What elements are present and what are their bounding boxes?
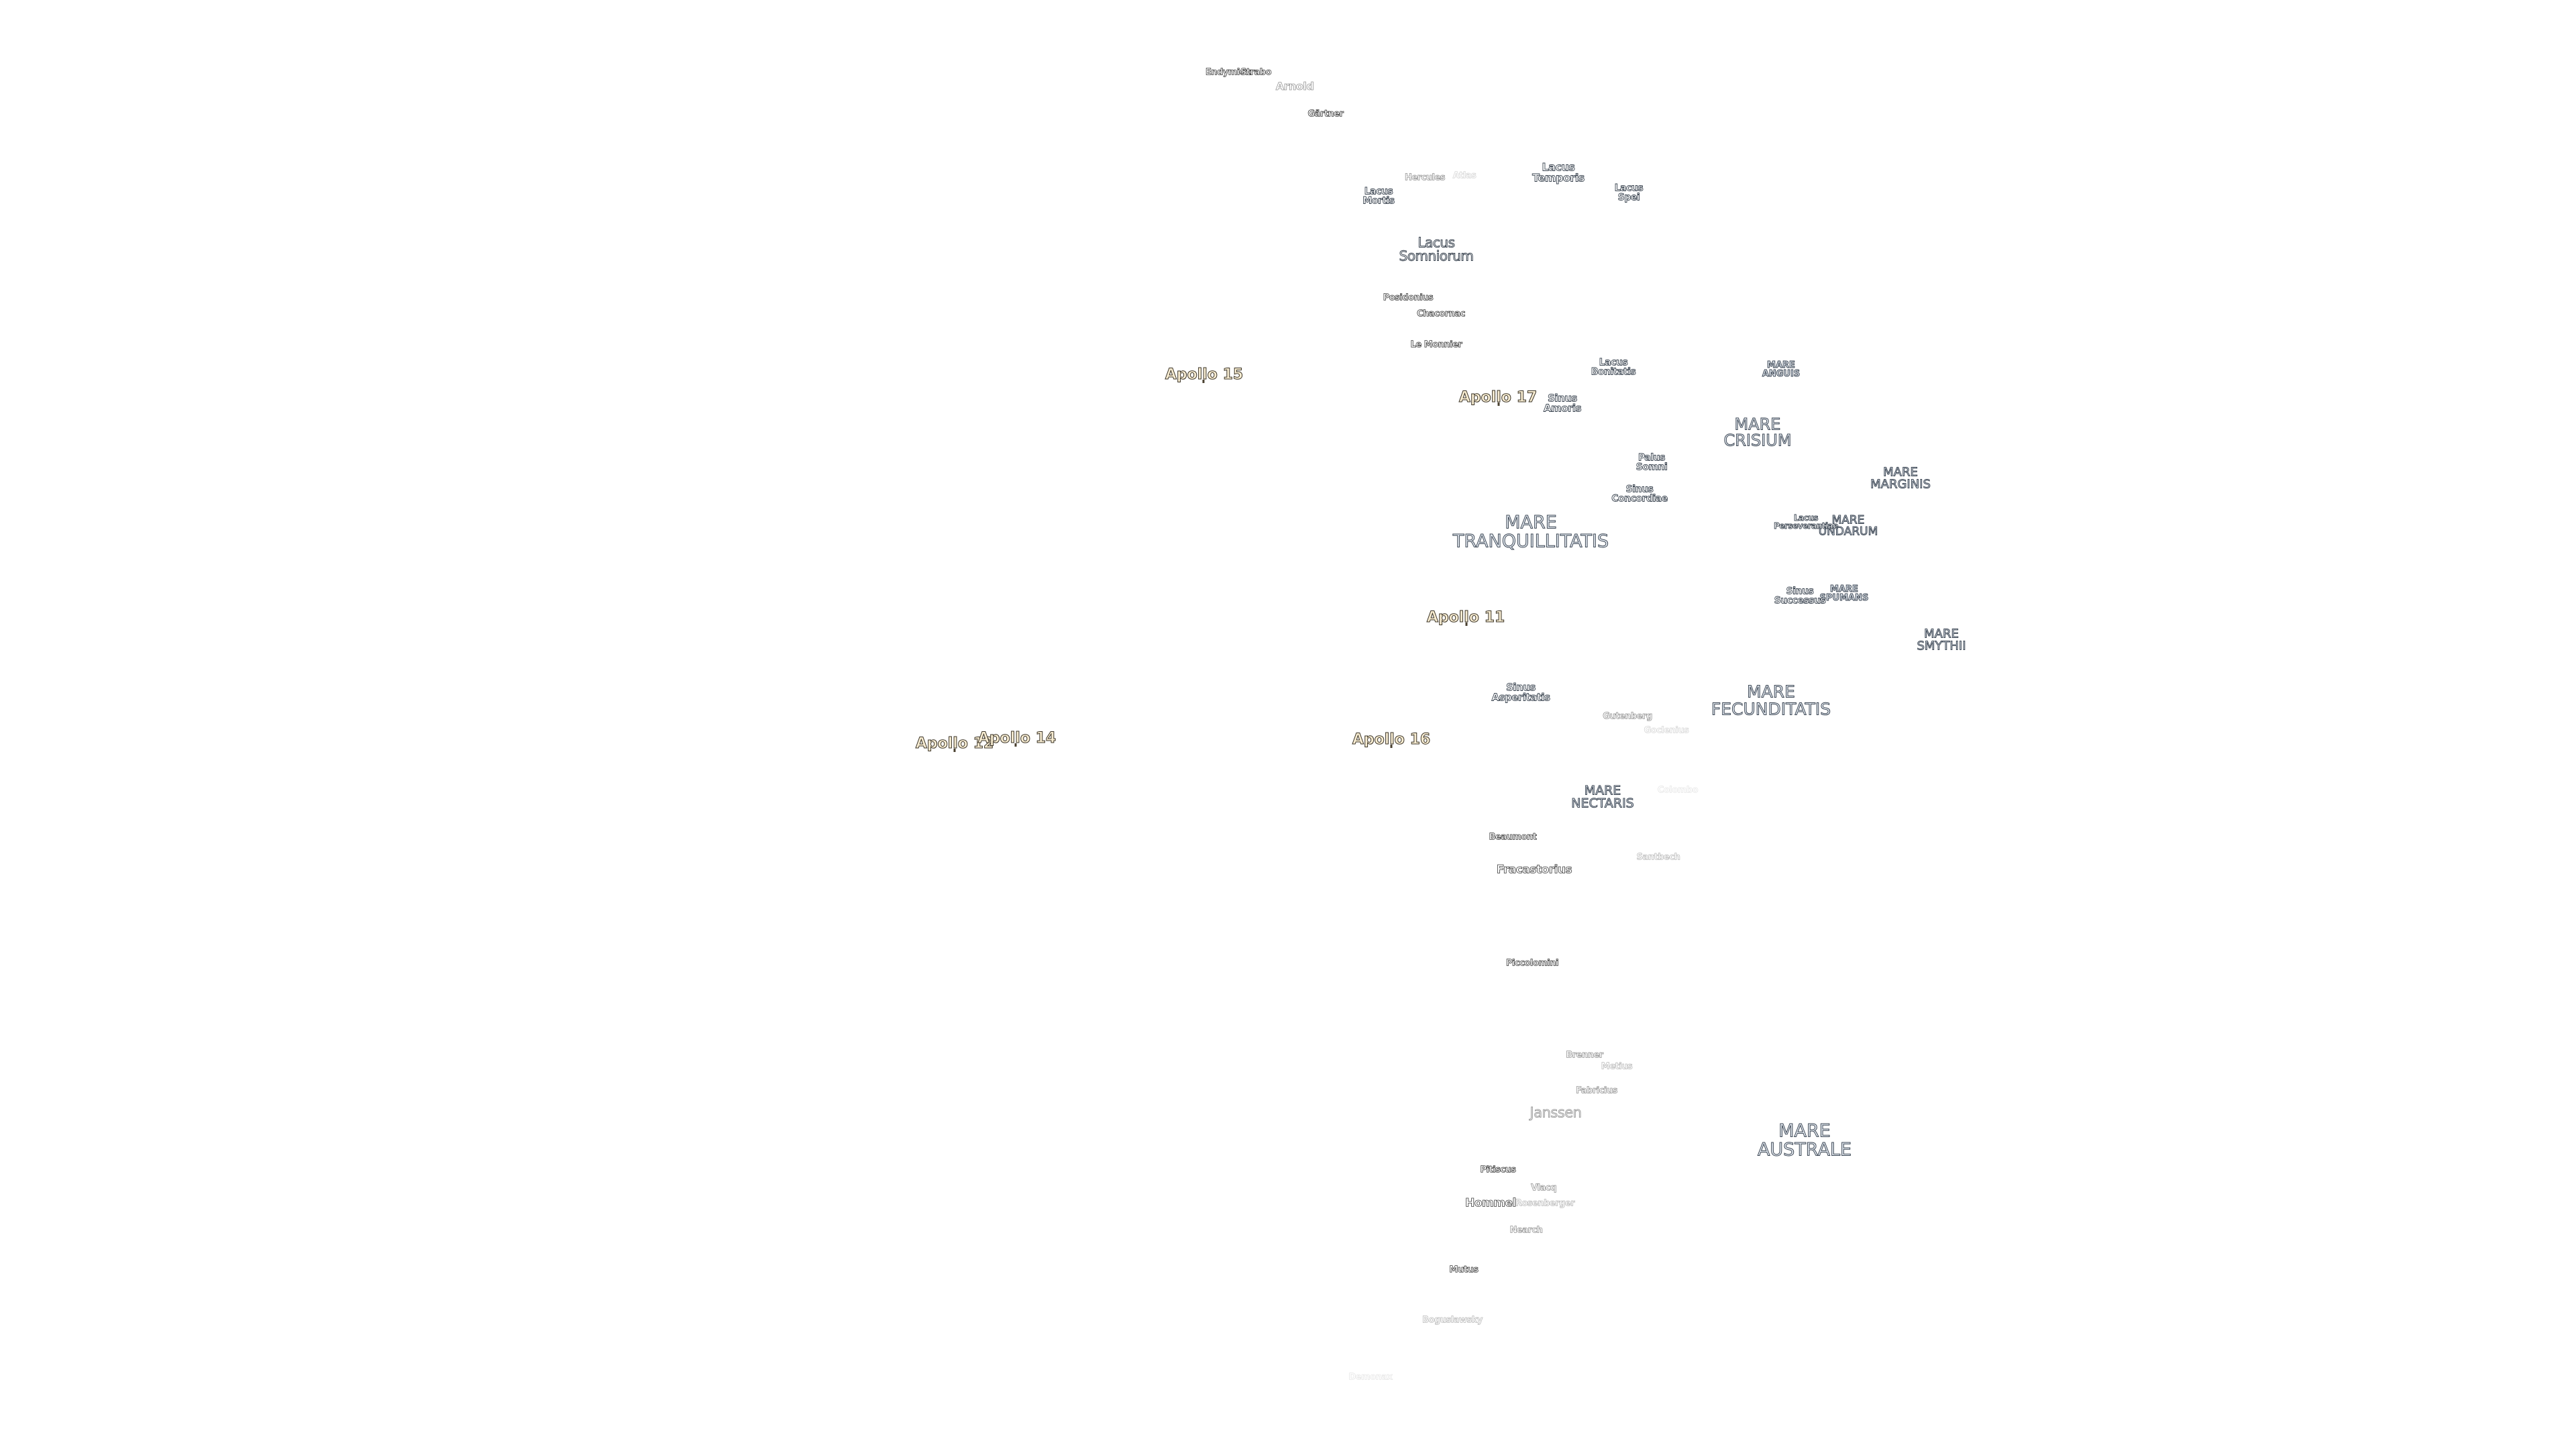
apollo-16-marker[interactable] (1390, 745, 1393, 748)
sinus-amoris-label: Sinus Amoris (1543, 392, 1582, 415)
apollo-12-label[interactable]: Apollo 12 (915, 735, 994, 752)
crater-fabricius-label: Fabricius (1576, 1085, 1618, 1096)
crater-fracastorius-label: Fracastorius (1496, 863, 1572, 877)
apollo-16-label[interactable]: Apollo 16 (1352, 731, 1431, 748)
lacus-perseverantiae-label: Lacus Perseverantiae (1774, 513, 1839, 531)
mare-nectaris-label: MARE NECTARIS (1571, 783, 1634, 811)
palus-somni-label: Palus Somni (1635, 452, 1668, 473)
mare-anguis-label: MARE ANGUIS (1762, 360, 1801, 379)
lacus-bonitatis-label: Lacus Bonitatis (1591, 357, 1636, 378)
mare-crisium-label: MARE CRISIUM (1723, 415, 1792, 450)
crater-hommel-label: Hommel (1465, 1196, 1517, 1210)
crater-endymion-label: Endymion (1205, 67, 1252, 78)
mare-fecunditatis-label: MARE FECUNDITATIS (1711, 682, 1831, 718)
crater-posidonius-label: Posidonius (1383, 292, 1434, 303)
crater-goclenius-label: Goclenius (1644, 725, 1689, 736)
sinus-successus-label: Sinus Successus (1774, 586, 1826, 606)
crater-chacornac-label: Chacornac (1417, 309, 1466, 319)
crater-gartner-label: Gärtner (1307, 109, 1344, 119)
apollo-17-label[interactable]: Apollo 17 (1458, 388, 1538, 406)
crater-strabo-label: Strabo (1240, 67, 1272, 78)
crater-colombo-label: Colombo (1657, 785, 1699, 796)
crater-hercules-label: Hercules (1404, 172, 1446, 183)
lacus-spei-label: Lacus Spei (1614, 182, 1644, 203)
lacus-somniorum-label: Lacus Somniorum (1399, 234, 1474, 264)
crater-demonax-label: Demonax (1348, 1372, 1393, 1383)
crater-beaumont-label: Beaumont (1489, 832, 1537, 843)
mare-smythii-label: MARE SMYTHII (1917, 627, 1966, 653)
crater-arnold-label: Arnold (1275, 79, 1314, 93)
crater-mutus-label: Mutus (1449, 1265, 1479, 1275)
crater-boguslawsky-label: Boguslawsky (1422, 1315, 1483, 1326)
sinus-asperitatis-label: Sinus Asperitatis (1491, 681, 1550, 704)
mare-marginis-label: MARE MARGINIS (1870, 465, 1931, 492)
crater-metius-label: Metius (1601, 1061, 1633, 1072)
crater-rosenberger-label: Rosenberger (1515, 1198, 1575, 1209)
apollo-11-marker[interactable] (1465, 623, 1468, 626)
crater-janssen-label: Janssen (1529, 1104, 1582, 1121)
apollo-15-label[interactable]: Apollo 15 (1165, 366, 1244, 383)
apollo-14-label[interactable]: Apollo 14 (977, 729, 1057, 747)
mare-spumans-label: MARE SPUMANS (1819, 584, 1869, 603)
mare-tranquillitatis-label: MARE TRANQUILLITATIS (1452, 512, 1609, 551)
sinus-concordiae-label: Sinus Concordiae (1611, 484, 1668, 504)
apollo-14-marker[interactable] (1014, 743, 1017, 747)
crater-nearch-label: Nearch (1509, 1225, 1543, 1236)
lacus-mortis-label: Lacus Mortis (1362, 186, 1395, 207)
crater-brenner-label: Brenner (1566, 1050, 1604, 1061)
crater-le-monnier-label: Le Monnier (1410, 339, 1462, 350)
crater-vlacq-label: Vlacq (1531, 1183, 1557, 1193)
crater-piccolomini-label: Piccolomini (1506, 958, 1559, 969)
lacus-temporis-label: Lacus Temporis (1532, 160, 1585, 184)
crater-santbech-label: Santbech (1636, 852, 1680, 863)
mare-australe-label: MARE AUSTRALE (1757, 1120, 1852, 1160)
apollo-17-marker[interactable] (1497, 402, 1500, 406)
apollo-12-marker[interactable] (953, 749, 956, 752)
apollo-11-label[interactable]: Apollo 11 (1426, 608, 1505, 626)
crater-atlas-label: Atlas (1452, 170, 1477, 181)
apollo-15-marker[interactable] (1202, 380, 1205, 383)
crater-pitiscus-label: Pitiscus (1480, 1165, 1516, 1175)
crater-gutenberg-label: Gutenberg (1603, 711, 1653, 722)
mare-undarum-label: MARE UNDARUM (1818, 513, 1878, 539)
